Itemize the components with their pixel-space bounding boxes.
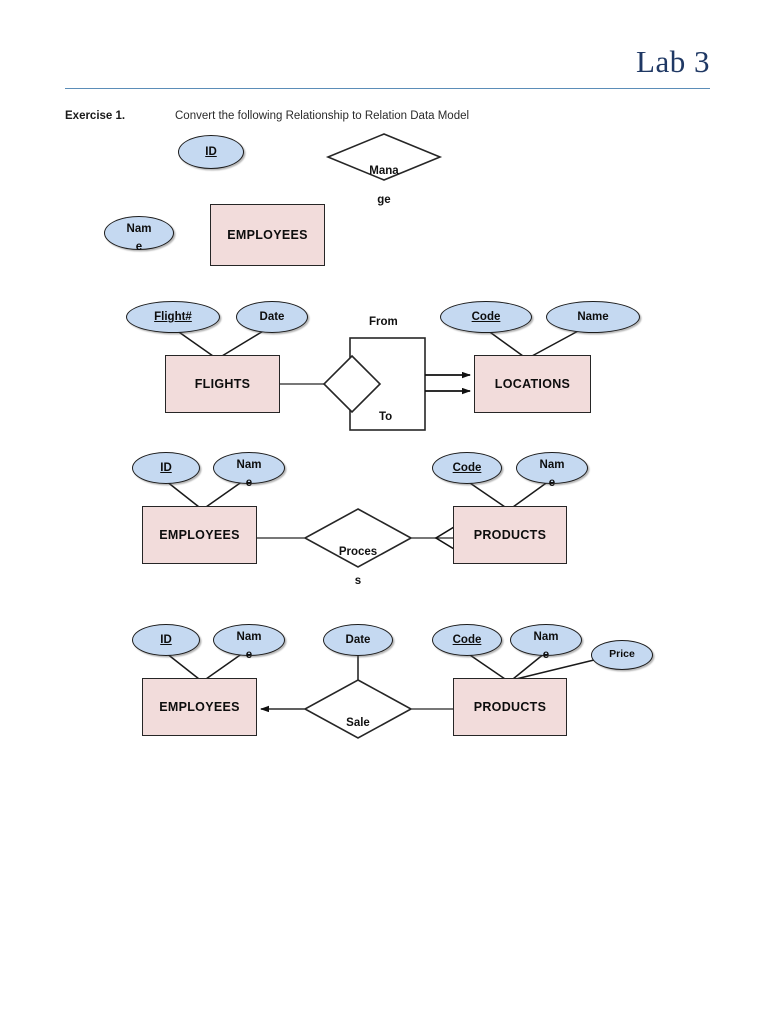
entity-products-d4[interactable]: PRODUCTS [453, 678, 567, 736]
title-divider [65, 88, 710, 89]
attribute-name-d1[interactable]: Nam e [104, 216, 174, 254]
prodname-line1-d4: Nam [533, 631, 559, 643]
prodname-line2-d3: e [548, 477, 556, 490]
attribute-employee-name-d3[interactable]: Nam e [213, 452, 285, 489]
prodname-line1-d3: Nam [539, 459, 565, 471]
entity-employees-d1[interactable]: EMPLOYEES [210, 204, 325, 266]
entity-flights-d2[interactable]: FLIGHTS [165, 355, 280, 413]
relationship-diamond-manage[interactable] [325, 133, 443, 181]
attribute-name-line2-d1: e [135, 241, 143, 254]
entity-employees-d3[interactable]: EMPLOYEES [142, 506, 257, 564]
entity-employees-d4[interactable]: EMPLOYEES [142, 678, 257, 736]
connector-prodcode-products-d4 [466, 652, 506, 680]
connector-code-locations [486, 329, 524, 357]
attribute-employee-id-d3[interactable]: ID [132, 452, 200, 484]
connector-empid-employees-d4 [165, 652, 200, 680]
edge-label-from: From [369, 316, 398, 328]
exercise-label: Exercise 1. [65, 110, 126, 122]
empname-line1-d4: Nam [236, 631, 262, 643]
connector-flightnum-flights [175, 329, 214, 357]
connector-price-products-d4 [515, 659, 595, 680]
attribute-product-code-d4[interactable]: Code [432, 624, 502, 656]
connector-name-locations [531, 329, 581, 357]
connector-prodname-products-d3 [512, 480, 550, 508]
entity-locations-d2[interactable]: LOCATIONS [474, 355, 591, 413]
attribute-name-d2[interactable]: Name [546, 301, 640, 333]
relationship-diamond-from-to[interactable] [322, 354, 382, 414]
empname-line1-d3: Nam [236, 459, 262, 471]
exercise-heading: Exercise 1. Convert the following Relati… [65, 110, 705, 126]
attribute-product-name-d4[interactable]: Nam e [510, 624, 582, 661]
attribute-product-name-d3[interactable]: Nam e [516, 452, 588, 489]
connector-date-flights [221, 329, 266, 357]
process-line2: s [354, 575, 362, 588]
manage-line2: ge [377, 194, 391, 207]
relationship-diamond-process[interactable] [303, 508, 413, 568]
connector-prodname-products-d4 [512, 652, 546, 680]
relationship-diamond-sale[interactable] [303, 679, 413, 739]
attribute-product-price-d4[interactable]: Price [591, 640, 653, 670]
attribute-name-line1-d1: Nam [126, 223, 152, 235]
attribute-employee-id-d4[interactable]: ID [132, 624, 200, 656]
prodname-line2-d4: e [542, 649, 550, 662]
empname-line2-d3: e [245, 477, 253, 490]
attribute-code-d2[interactable]: Code [440, 301, 532, 333]
connector-empname-employees-d4 [205, 652, 244, 680]
attribute-flight-number-d2[interactable]: Flight# [126, 301, 220, 333]
empname-line2-d4: e [245, 649, 253, 662]
attribute-sale-date-d4[interactable]: Date [323, 624, 393, 656]
attribute-employee-name-d4[interactable]: Nam e [213, 624, 285, 661]
attribute-id-d1[interactable]: ID [178, 135, 244, 169]
exercise-instruction: Convert the following Relationship to Re… [175, 110, 470, 122]
attribute-product-code-d3[interactable]: Code [432, 452, 502, 484]
page-title: Lab 3 [636, 44, 710, 79]
connector-empid-employees-d3 [165, 480, 200, 508]
attribute-date-d2[interactable]: Date [236, 301, 308, 333]
crowsfoot-products-d3 [434, 526, 455, 550]
connector-empname-employees-d3 [205, 480, 244, 508]
entity-products-d3[interactable]: PRODUCTS [453, 506, 567, 564]
edge-label-to: To [379, 411, 393, 423]
connector-prodcode-products-d3 [466, 480, 506, 508]
